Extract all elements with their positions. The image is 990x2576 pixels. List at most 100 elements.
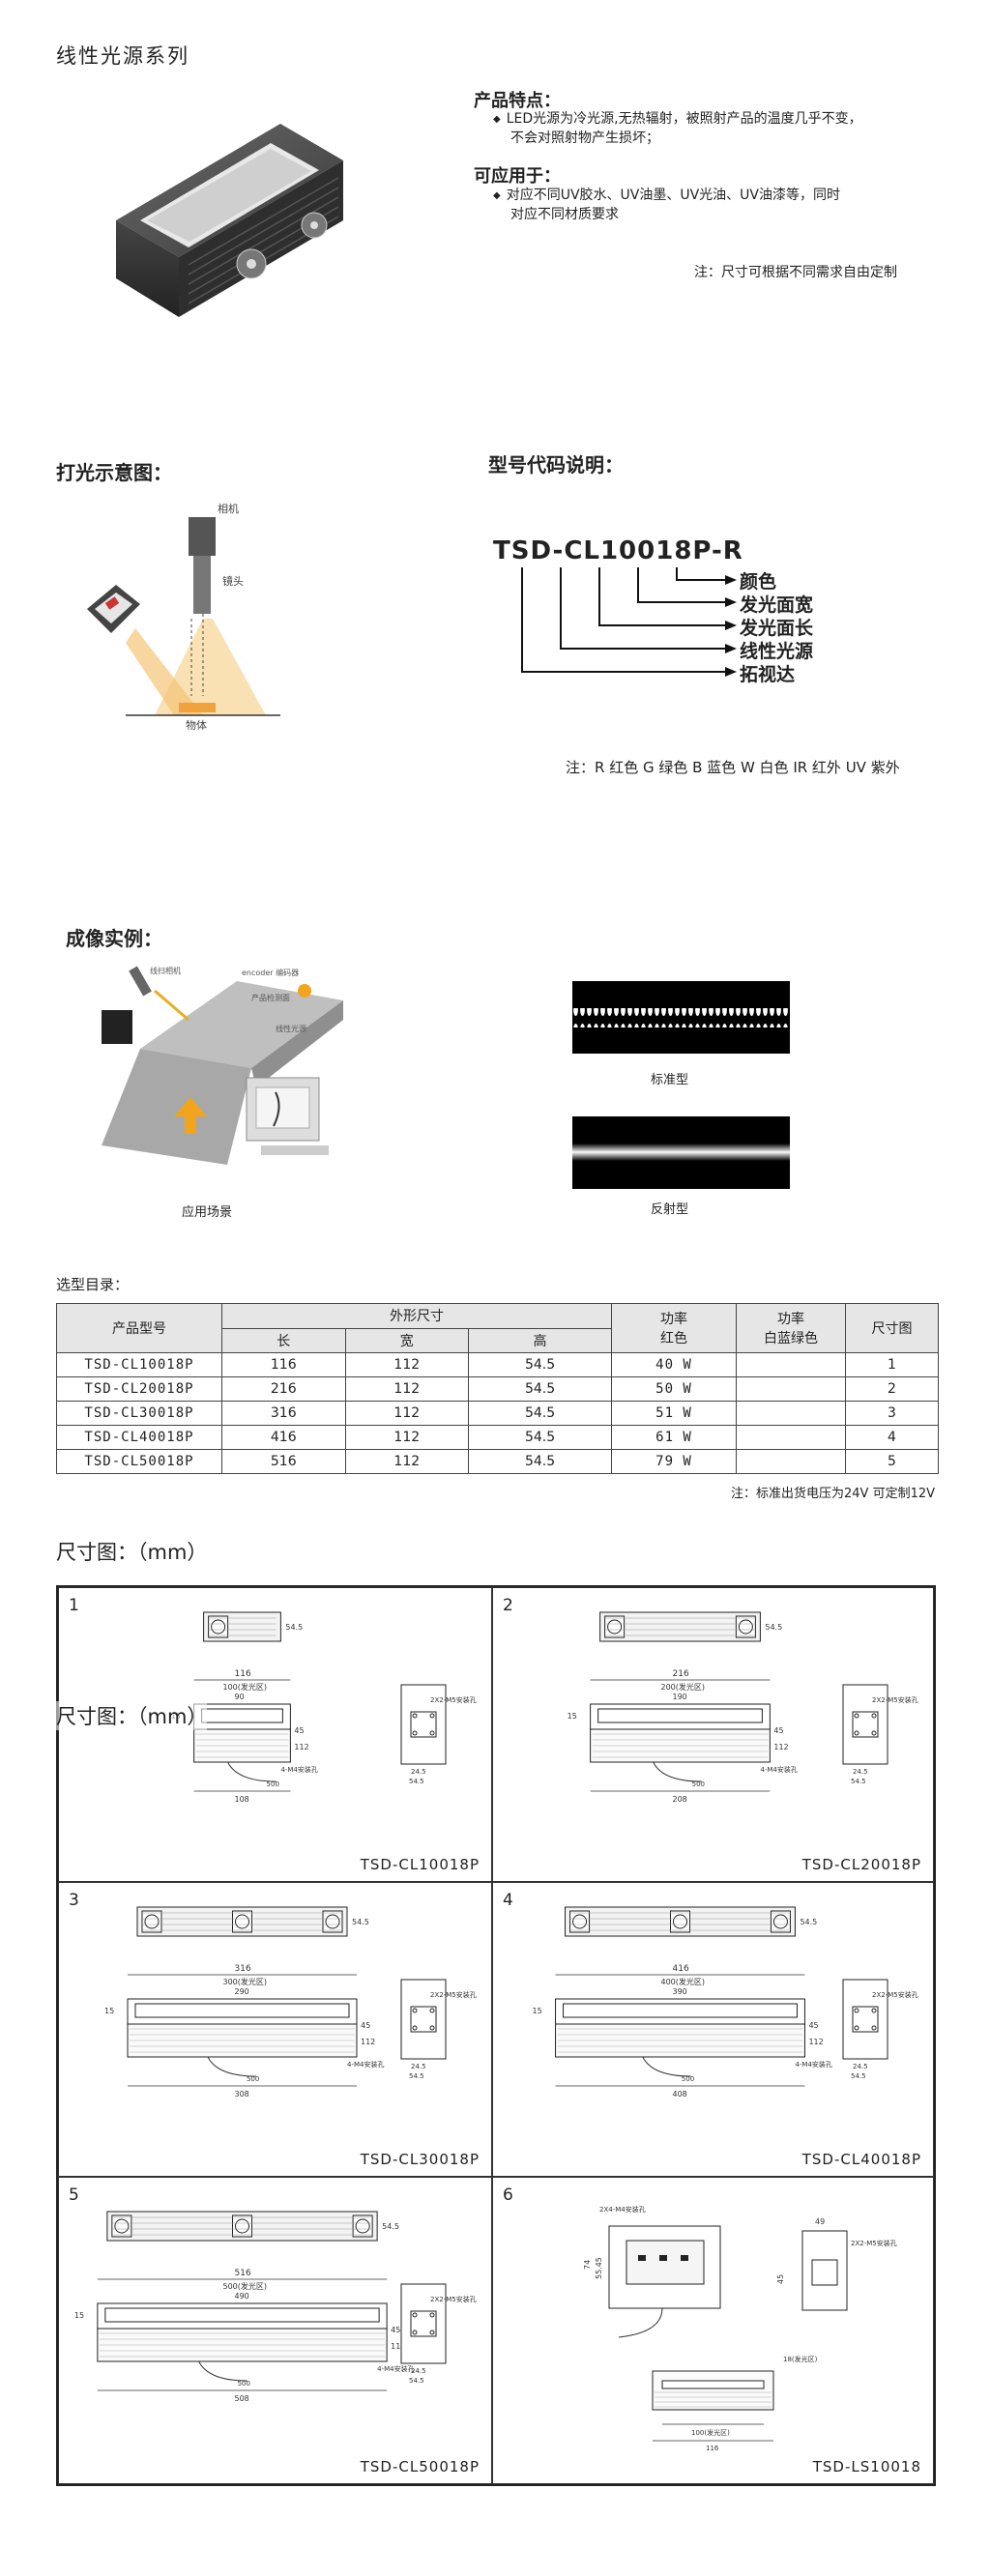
svg-text:15: 15	[533, 2007, 542, 2015]
svg-text:2X2-M5安装孔: 2X2-M5安装孔	[872, 1990, 918, 1999]
svg-text:74: 74	[583, 2260, 592, 2270]
svg-text:2X2-M5安装孔: 2X2-M5安装孔	[430, 1990, 477, 1999]
svg-text:400(发光区): 400(发光区)	[661, 1977, 706, 1986]
svg-text:4-M4安装孔: 4-M4安装孔	[347, 2060, 384, 2069]
cell-model: TSD-CL40018P	[56, 1425, 222, 1450]
features-heading: 产品特点：	[474, 91, 561, 111]
cell-model: TSD-CL30018P	[56, 1401, 222, 1426]
svg-text:500: 500	[247, 2075, 259, 2083]
svg-text:216: 216	[673, 1669, 689, 1679]
cell-width: 112	[344, 1376, 470, 1402]
svg-text:112: 112	[391, 2342, 405, 2351]
cell-red: 51 W	[611, 1401, 737, 1426]
code-part-color: 颜色	[740, 571, 777, 593]
scene-caption: 应用场景	[182, 1205, 233, 1220]
dimension-cell-1: 1TSD-CL10018P54.5116100(发光区)901545112108…	[58, 1587, 492, 1882]
svg-text:54.5: 54.5	[382, 2222, 399, 2231]
svg-text:54.5: 54.5	[409, 1778, 424, 1785]
technical-drawing: 54.5416400(发光区)39015451124085004-M4安装孔2X…	[533, 1906, 918, 2098]
svg-text:24.5: 24.5	[853, 1768, 868, 1776]
svg-text:45: 45	[808, 2021, 818, 2030]
svg-text:54.5: 54.5	[765, 1623, 782, 1632]
svg-text:15: 15	[74, 2311, 84, 2320]
svg-text:4-M4安装孔: 4-M4安装孔	[280, 1765, 317, 1774]
svg-text:112: 112	[361, 2038, 375, 2046]
svg-text:500: 500	[682, 2075, 694, 2083]
standard-type-image	[572, 981, 790, 1054]
dimension-grid: 1TSD-CL10018P54.5116100(发光区)901545112108…	[56, 1585, 936, 2486]
features-item-1: LED光源为冷光源,无热辐射，被照射产品的温度几乎不变，	[493, 109, 862, 130]
svg-text:24.5: 24.5	[853, 2063, 868, 2070]
svg-text:200(发光区): 200(发光区)	[661, 1682, 706, 1692]
svg-text:100(发光区): 100(发光区)	[691, 2428, 730, 2437]
svg-text:390: 390	[673, 1987, 687, 1996]
th-width: 宽	[344, 1327, 470, 1353]
svg-text:508: 508	[235, 2394, 249, 2403]
th-length: 长	[221, 1327, 346, 1353]
color-code-note: 注：R 红色 G 绿色 B 蓝色 W 白色 IR 红外 UV 紫外	[566, 759, 900, 776]
cell-drawing: 5	[845, 1449, 939, 1474]
svg-text:24.5: 24.5	[411, 2063, 426, 2070]
voltage-note: 注：标准出货电压为24V 可定制12V	[731, 1487, 936, 1501]
cell-model: TSD-CL50018P	[56, 1449, 222, 1474]
technical-drawing: 54.5316300(发光区)29015451123085004-M4安装孔2X…	[104, 1906, 477, 2098]
scene-tag-encoder: encoder 编码器	[242, 968, 299, 977]
svg-text:190: 190	[673, 1693, 687, 1701]
svg-text:45: 45	[361, 2021, 370, 2030]
cell-width: 112	[344, 1401, 470, 1426]
standard-caption: 标准型	[651, 1073, 689, 1087]
svg-text:45: 45	[294, 1726, 304, 1735]
svg-text:290: 290	[235, 1987, 249, 1996]
model-code-heading: 型号代码说明：	[488, 453, 624, 477]
cell-length: 416	[221, 1425, 346, 1450]
technical-drawing: 54.5116100(发光区)9015451121085004-M4安装孔2X2…	[171, 1611, 477, 1804]
svg-text:54.5: 54.5	[409, 2072, 424, 2080]
cell-drawing: 1	[845, 1352, 939, 1377]
svg-text:2X2-M5安装孔: 2X2-M5安装孔	[851, 2239, 897, 2247]
svg-text:516: 516	[235, 2269, 251, 2278]
drawing-model: TSD-CL20018P	[801, 1856, 921, 1873]
cell-length: 116	[221, 1352, 346, 1377]
cell-wbg	[736, 1449, 846, 1474]
svg-text:90: 90	[235, 1693, 245, 1701]
technical-drawing: 54.5516500(发光区)49015451125085004-M4安装孔2X…	[74, 2211, 477, 2403]
th-dims: 外形尺寸	[221, 1303, 612, 1329]
code-part-brand: 拓视达	[740, 664, 796, 685]
model-code-connectors	[521, 567, 737, 677]
drawing-number: 6	[503, 2185, 513, 2205]
svg-text:2X2-M5安装孔: 2X2-M5安装孔	[430, 2295, 477, 2303]
code-part-length: 发光面长	[740, 618, 814, 639]
cell-length: 216	[221, 1376, 346, 1402]
model-code: TSD-CL10018P-R	[493, 536, 743, 565]
svg-text:45: 45	[391, 2326, 400, 2334]
svg-text:2X2-M5安装孔: 2X2-M5安装孔	[872, 1695, 918, 1704]
camera-label: 相机	[218, 502, 239, 515]
svg-text:208: 208	[673, 1795, 687, 1804]
th-height: 高	[468, 1327, 612, 1353]
cell-width: 112	[344, 1425, 470, 1450]
svg-text:2X4-M4安装孔: 2X4-M4安装孔	[599, 2205, 646, 2214]
th-power-red: 功率红色	[611, 1303, 737, 1353]
svg-text:45: 45	[776, 2274, 785, 2284]
svg-text:54.5: 54.5	[285, 1623, 303, 1632]
cell-length: 316	[221, 1401, 346, 1426]
code-part-width: 发光面宽	[740, 594, 814, 616]
scene-tag-camera: 线扫相机	[150, 966, 181, 975]
drawing-number: 5	[69, 2185, 79, 2205]
reflective-caption: 反射型	[651, 1202, 689, 1217]
technical-drawing: 54.5216200(发光区)19015451122085004-M4安装孔2X…	[568, 1611, 918, 1804]
svg-text:54.5: 54.5	[851, 2072, 866, 2080]
page-title: 线性光源系列	[56, 44, 189, 68]
svg-text:15: 15	[568, 1712, 577, 1721]
svg-text:24.5: 24.5	[411, 1768, 426, 1776]
drawing-model: TSD-CL10018P	[360, 1856, 480, 1873]
